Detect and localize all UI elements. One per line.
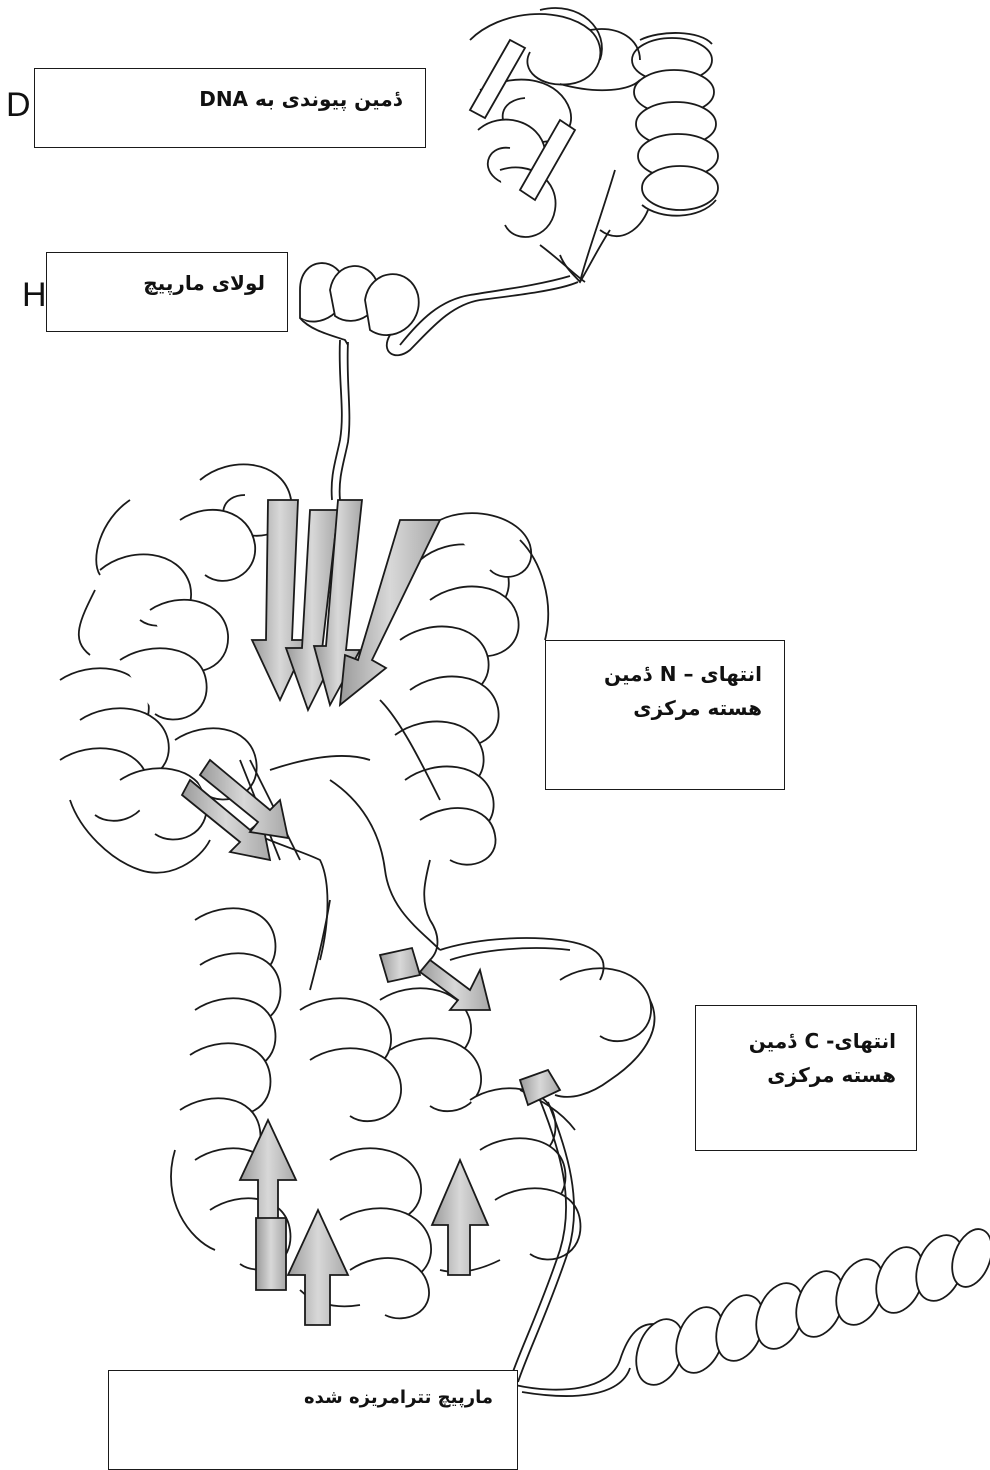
label-c-terminal-core-domain: انتهای- C دٔمین هسته مرکزی — [695, 1005, 917, 1151]
tetramerization-helix-ribbon — [515, 1224, 990, 1396]
label-dna-binding-domain: دٔمین پیوندی به DNA — [34, 68, 426, 148]
n-terminal-core-domain-ribbon — [60, 464, 548, 990]
label-n-line2: هسته مرکزی — [562, 691, 762, 725]
label-dna-binding-domain-text: دٔمین پیوندی به DNA — [199, 87, 403, 111]
label-tetramerization-helix-text: مارپیچ تترامریزه شده — [304, 1387, 493, 1408]
label-hinge-helix-text: لولای مارپیچ — [143, 271, 265, 295]
hinge-helix-ribbon — [300, 263, 419, 345]
dna-binding-domain-ribbon — [387, 8, 718, 355]
c-terminal-core-domain-ribbon — [171, 908, 655, 1382]
label-n-terminal-core-domain: انتهای – N دٔمین هسته مرکزی — [545, 640, 785, 790]
edge-letter-h: H — [22, 278, 47, 312]
label-c-line2: هسته مرکزی — [706, 1058, 896, 1092]
label-c-terminal-core-domain-text: انتهای- C دٔمین هسته مرکزی — [706, 1024, 896, 1092]
label-tetramerization-helix: مارپیچ تترامریزه شده — [108, 1370, 518, 1470]
dna-domain-helix-cluster — [470, 8, 648, 282]
label-hinge-helix: لولای مارپیچ — [46, 252, 288, 332]
dna-domain-helix-right — [632, 33, 718, 216]
linker-hinge-to-n-domain — [332, 340, 350, 500]
edge-letter-d: D — [6, 88, 31, 122]
label-c-line1: انتهای- C دٔمین — [706, 1024, 896, 1058]
label-n-terminal-core-domain-text: انتهای – N دٔمین هسته مرکزی — [562, 657, 762, 725]
label-n-line1: انتهای – N دٔمین — [562, 657, 762, 691]
